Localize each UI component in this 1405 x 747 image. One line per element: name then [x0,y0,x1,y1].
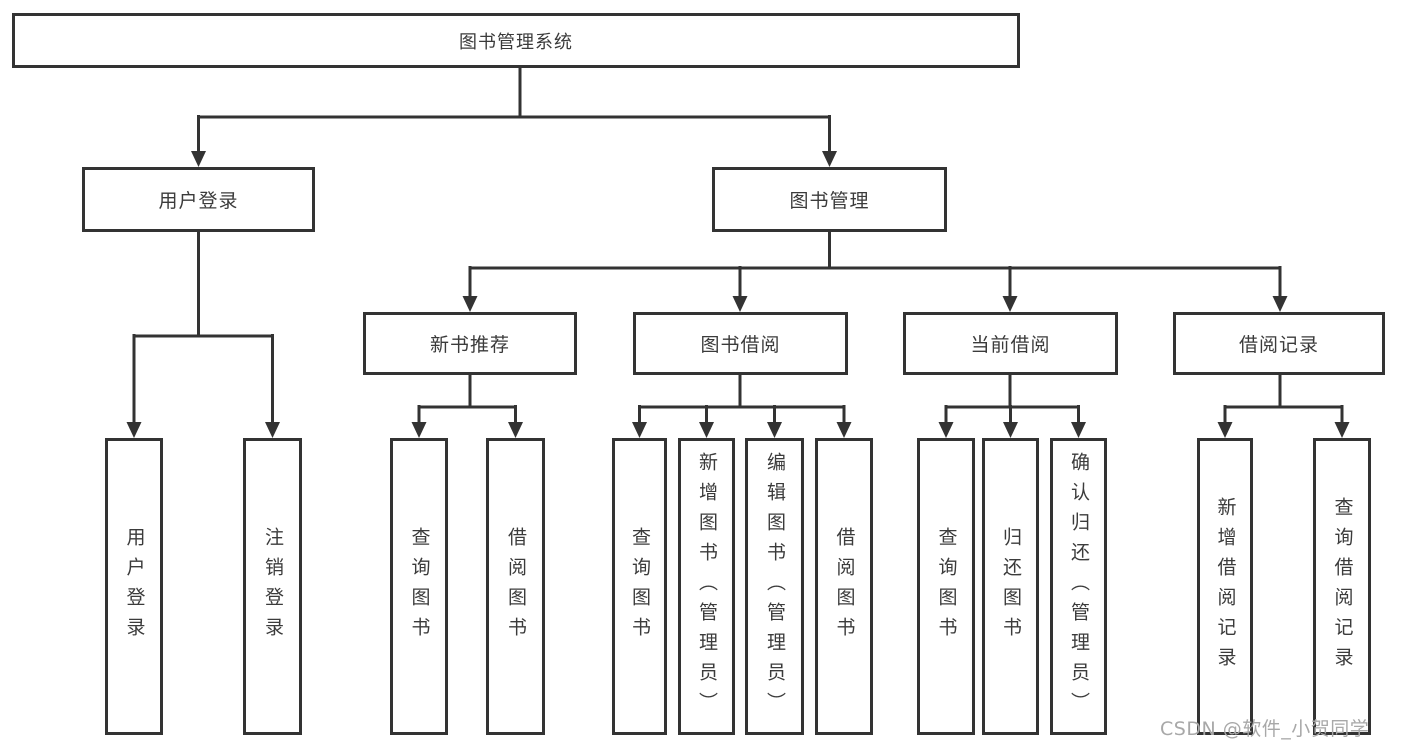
leaf-query-book-borrow: 查询图书 [612,438,667,735]
node-library-system: 图书管理系统 [12,13,1020,68]
leaf-add-book-admin: 新增图书（管理员） [678,438,735,735]
node-borrow-records-label: 借阅记录 [1238,334,1319,356]
node-borrow-records: 借阅记录 [1173,312,1385,375]
leaf-logout-label: 注销登录 [262,526,284,647]
csdn-watermark: CSDN @软件_小贺同学 [1160,718,1370,740]
node-current-borrow-label: 当前借阅 [970,334,1051,356]
node-library-system-label: 图书管理系统 [459,31,573,53]
node-user-login: 用户登录 [82,167,315,232]
leaf-return-book: 归还图书 [982,438,1039,735]
leaf-logout: 注销登录 [243,438,302,735]
leaf-query-book-current-label: 查询图书 [935,526,958,647]
leaf-confirm-return-admin: 确认归还（管理员） [1050,438,1107,735]
leaf-add-borrow-record: 新增借阅记录 [1197,438,1253,735]
node-new-book-recommend-label: 新书推荐 [429,334,510,356]
leaf-user-login-label: 用户登录 [123,526,146,647]
node-book-borrow-label: 图书借阅 [700,334,781,356]
node-new-book-recommend: 新书推荐 [363,312,577,375]
leaf-query-book-borrow-label: 查询图书 [629,526,651,647]
leaf-return-book-label: 归还图书 [1000,526,1022,647]
leaf-user-login: 用户登录 [105,438,163,735]
node-user-login-label: 用户登录 [158,190,239,212]
leaf-query-book-current: 查询图书 [917,438,975,735]
node-book-management-label: 图书管理 [789,190,870,212]
leaf-edit-book-admin-label: 编辑图书（管理员） [764,451,786,722]
leaf-query-borrow-record-label: 查询借阅记录 [1331,496,1354,677]
leaf-query-book-recommend-label: 查询图书 [408,526,431,647]
leaf-edit-book-admin: 编辑图书（管理员） [745,438,804,735]
leaf-query-book-recommend: 查询图书 [390,438,448,735]
node-book-management: 图书管理 [712,167,947,232]
leaf-query-borrow-record: 查询借阅记录 [1313,438,1371,735]
leaf-borrow-book-recommend-label: 借阅图书 [505,526,527,647]
leaf-borrow-book: 借阅图书 [815,438,873,735]
node-book-borrow: 图书借阅 [633,312,848,375]
leaf-add-borrow-record-label: 新增借阅记录 [1214,496,1237,677]
leaf-confirm-return-admin-label: 确认归还（管理员） [1068,451,1090,722]
node-current-borrow: 当前借阅 [903,312,1118,375]
leaf-borrow-book-recommend: 借阅图书 [486,438,545,735]
leaf-add-book-admin-label: 新增图书（管理员） [696,451,718,722]
leaf-borrow-book-label: 借阅图书 [833,526,856,647]
